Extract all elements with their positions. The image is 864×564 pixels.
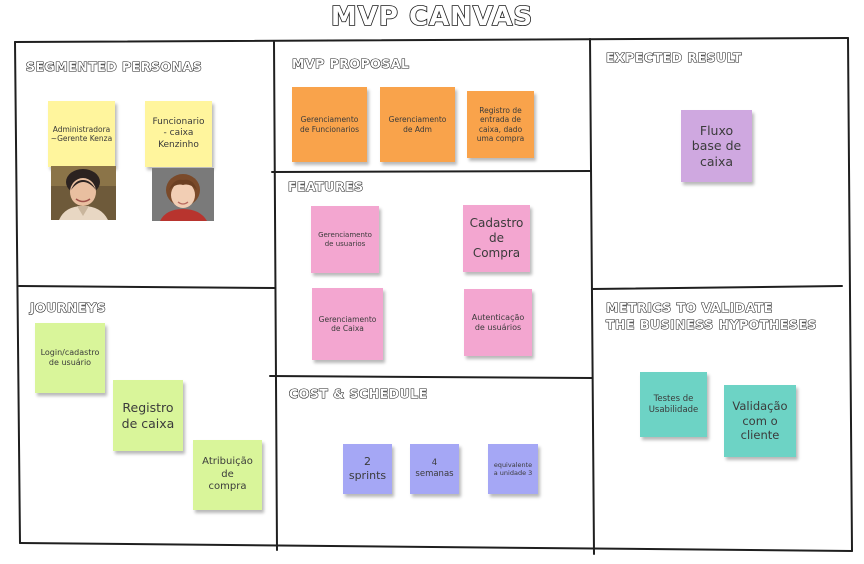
metric-note-testes-usabilidade[interactable]: Testes de Usabilidade: [640, 372, 707, 437]
feature-note-cadastro-compra[interactable]: Cadastro de Compra: [463, 205, 530, 272]
section-mvp-proposal: MVP PROPOSAL: [291, 55, 410, 71]
journey-note-registro-caixa[interactable]: Registro de caixa: [113, 380, 183, 451]
cost-note-semanas[interactable]: 4 semanas: [410, 444, 459, 494]
proposal-note-adm[interactable]: Gerenciamento de Adm: [380, 87, 455, 162]
feature-note-usuarios[interactable]: Gerenciamento de usuarios: [311, 206, 379, 273]
persona-note-cashier[interactable]: Funcionario - caixa Kenzinho: [145, 101, 212, 167]
journey-note-login[interactable]: Login/cadastro de usuário: [35, 323, 105, 393]
metric-note-validacao-cliente[interactable]: Validação com o cliente: [724, 385, 796, 457]
proposal-note-registro-caixa[interactable]: Registro de entrada de caixa, dado uma c…: [467, 91, 534, 158]
section-metrics-line2: THE BUSINESS HYPOTHESES: [605, 316, 817, 332]
cost-note-unidade[interactable]: equivalente a unidade 3: [488, 444, 538, 494]
persona-photo-cashier: [152, 168, 214, 221]
cost-note-sprints[interactable]: 2 sprints: [343, 444, 392, 494]
feature-note-autenticacao[interactable]: Autenticação de usuários: [464, 289, 532, 356]
section-cost-schedule: COST & SCHEDULE: [288, 385, 428, 401]
section-metrics-line1: METRICS TO VALIDATE: [605, 299, 773, 315]
proposal-note-funcionarios[interactable]: Gerenciamento de Funcionarios: [292, 87, 367, 162]
section-features: FEATURES: [287, 178, 364, 194]
section-journeys: JOURNEYS: [29, 299, 107, 315]
section-segmented-personas: SEGMENTED PERSONAS: [25, 58, 203, 74]
canvas-title: MVP CANVAS: [330, 1, 534, 33]
feature-note-caixa[interactable]: Gerenciamento de Caixa: [312, 288, 383, 360]
persona-photo-admin: [51, 166, 116, 220]
expected-note-fluxo-caixa[interactable]: Fluxo base de caixa: [681, 110, 752, 182]
persona-note-admin[interactable]: Administradora ~Gerente Kenza: [48, 101, 115, 167]
section-expected-result: EXPECTED RESULT: [605, 49, 743, 65]
journey-note-atribuicao-compra[interactable]: Atribuição de compra: [193, 440, 262, 510]
